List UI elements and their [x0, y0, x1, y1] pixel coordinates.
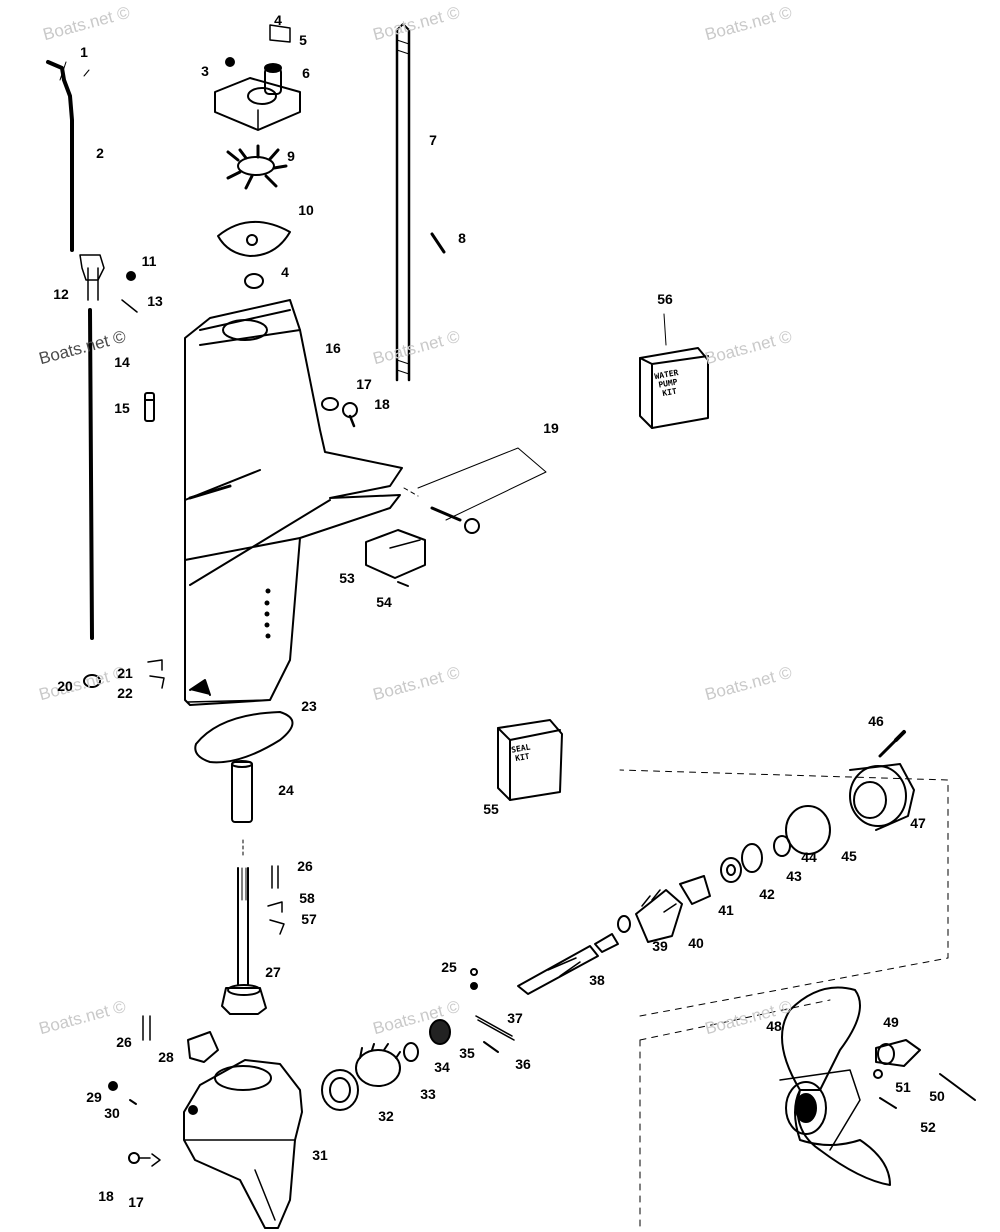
- callout-28: 28: [158, 1049, 174, 1065]
- callout-26: 26: [116, 1034, 132, 1050]
- plate-hole: [246, 234, 258, 246]
- callout-23: 23: [301, 698, 317, 714]
- callout-39: 39: [652, 938, 668, 954]
- callout-4: 4: [274, 12, 282, 28]
- impeller: [226, 144, 288, 190]
- wear-plate: [217, 221, 291, 257]
- callout-20: 20: [57, 678, 73, 694]
- callout-12: 12: [53, 286, 69, 302]
- bushing-24: [231, 760, 253, 823]
- gearcase-lower: [183, 1059, 303, 1229]
- callout-51: 51: [895, 1079, 911, 1095]
- callout-6: 6: [302, 65, 310, 81]
- callout-41: 41: [718, 902, 734, 918]
- callout-52: 52: [920, 1119, 936, 1135]
- callout-14: 14: [114, 354, 130, 370]
- callout-26: 26: [297, 858, 313, 874]
- gear-train: [321, 769, 949, 1111]
- callout-22: 22: [117, 685, 133, 701]
- shift-rod-lower: [88, 308, 94, 640]
- callout-27: 27: [265, 964, 281, 980]
- callout-43: 43: [786, 868, 802, 884]
- shift-rod-connector: [79, 254, 138, 313]
- screw-17-18-lower: [128, 1152, 161, 1167]
- drive-shaft-lower: [221, 867, 267, 1015]
- callout-10: 10: [298, 202, 314, 218]
- callout-16: 16: [325, 340, 341, 356]
- callout-53: 53: [339, 570, 355, 586]
- callout-34: 34: [434, 1059, 450, 1075]
- screw-19: [403, 447, 547, 534]
- callout-33: 33: [420, 1086, 436, 1102]
- callout-1: 1: [80, 44, 88, 60]
- prop-hardware: [639, 999, 976, 1231]
- callout-9: 9: [287, 148, 295, 164]
- propeller: [779, 986, 891, 1186]
- bushing-set-20-22: [83, 659, 165, 689]
- callout-18: 18: [98, 1188, 114, 1204]
- callout-46: 46: [868, 713, 884, 729]
- drive-shaft-upper: [395, 23, 446, 382]
- part-29: [108, 1081, 118, 1091]
- callout-32: 32: [378, 1108, 394, 1124]
- callout-29: 29: [86, 1089, 102, 1105]
- callout-5: 5: [299, 32, 307, 48]
- seal-4-lower: [244, 273, 264, 289]
- callout-49: 49: [883, 1014, 899, 1030]
- water-pump-kit-box: [639, 347, 709, 429]
- callout-31: 31: [312, 1147, 328, 1163]
- callout-45: 45: [841, 848, 857, 864]
- screw-15: [144, 392, 155, 422]
- callout-18: 18: [374, 396, 390, 412]
- callout-17: 17: [356, 376, 372, 392]
- callout-56: 56: [657, 291, 673, 307]
- callout-40: 40: [688, 935, 704, 951]
- driveshaft-housing: [184, 299, 403, 706]
- callout-4: 4: [281, 264, 289, 280]
- callout-21: 21: [117, 665, 133, 681]
- callout-7: 7: [429, 132, 437, 148]
- callout-2: 2: [96, 145, 104, 161]
- callout-17: 17: [128, 1194, 144, 1210]
- callout-38: 38: [589, 972, 605, 988]
- callout-54: 54: [376, 594, 392, 610]
- water-pump-housing: [214, 24, 301, 131]
- callout-13: 13: [147, 293, 163, 309]
- shift-rod-upper: [46, 60, 74, 252]
- callout-42: 42: [759, 886, 775, 902]
- callout-15: 15: [114, 400, 130, 416]
- callout-30: 30: [104, 1105, 120, 1121]
- callout-47: 47: [910, 815, 926, 831]
- gasket-23: [194, 711, 294, 764]
- screw-17-18-top: [321, 397, 358, 428]
- callout-8: 8: [458, 230, 466, 246]
- part-28: [187, 1031, 219, 1063]
- callout-44: 44: [801, 849, 817, 865]
- seal-kit-box: [497, 719, 563, 801]
- callout-37: 37: [507, 1010, 523, 1026]
- anode-53: [365, 529, 426, 587]
- callout-57: 57: [301, 911, 317, 927]
- callout-24: 24: [278, 782, 294, 798]
- callout-50: 50: [929, 1088, 945, 1104]
- callout-58: 58: [299, 890, 315, 906]
- callout-19: 19: [543, 420, 559, 436]
- part-30: [129, 1099, 137, 1105]
- callout-11: 11: [141, 253, 157, 269]
- pins-26-58-57: [142, 865, 285, 1041]
- bearing-carrier: [849, 730, 915, 831]
- callout-36: 36: [515, 1056, 531, 1072]
- callout-35: 35: [459, 1045, 475, 1061]
- callout-55: 55: [483, 801, 499, 817]
- callout-48: 48: [766, 1018, 782, 1034]
- callout-3: 3: [201, 63, 209, 79]
- callout-25: 25: [441, 959, 457, 975]
